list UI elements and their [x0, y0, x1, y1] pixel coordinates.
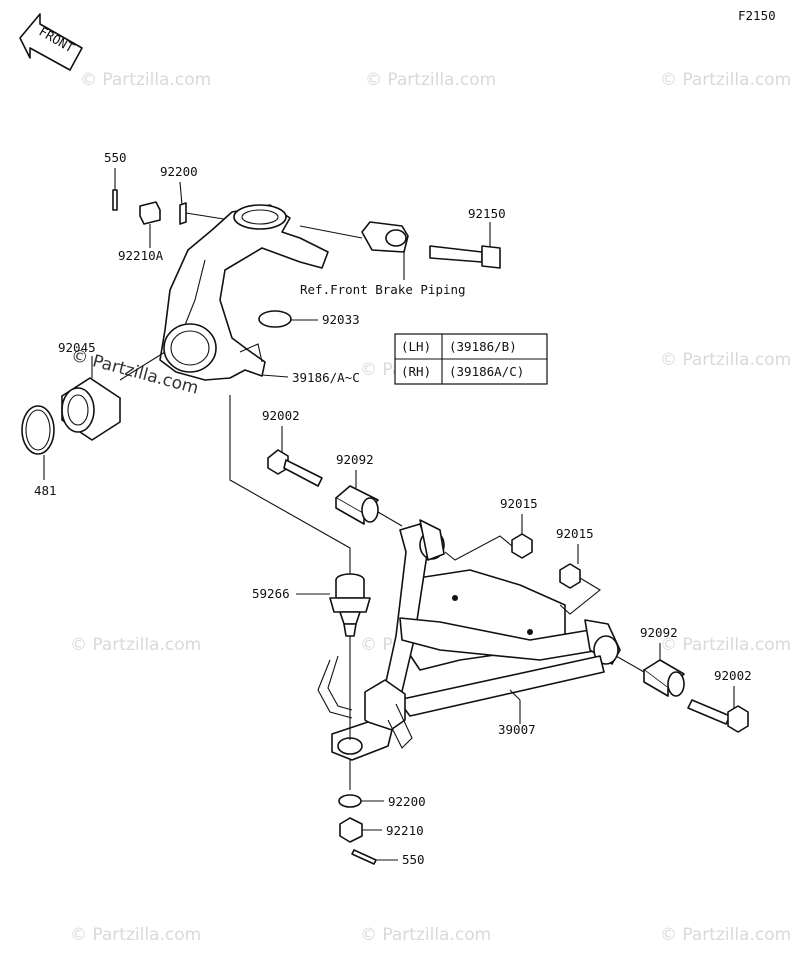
watermark: © Partzilla.com: [70, 635, 201, 655]
bolt-icon: [267, 449, 323, 487]
ball-joint: [329, 573, 371, 637]
leader-line: [229, 395, 351, 575]
watermark: © Partzilla.com: [660, 350, 791, 370]
callout-92033: 92033: [322, 312, 360, 327]
watermark: © Partzilla.com: [365, 70, 496, 90]
brake-clamp: [361, 221, 409, 253]
a-arm: [317, 519, 621, 761]
front-arrow-icon: FRONT: [19, 13, 83, 71]
bushing-icon: [335, 485, 379, 525]
callout-92200-bottom: 92200: [388, 794, 426, 809]
circlip-icon: [21, 405, 55, 455]
watermark: © Partzilla.com: [660, 635, 791, 655]
callout-92150: 92150: [468, 206, 506, 221]
callout-59266: 59266: [252, 586, 290, 601]
watermark: © Partzilla.com: [660, 925, 791, 945]
callout-92002-left: 92002: [262, 408, 300, 423]
washer-icon: [338, 794, 362, 808]
washer-icon: [179, 202, 187, 225]
nut-icon: [511, 533, 533, 559]
callout-92210-bottom: 92210: [386, 823, 424, 838]
cotter-pin-icon: [351, 849, 377, 865]
variant-side: (RH): [401, 364, 431, 379]
callout-92015-a: 92015: [500, 496, 538, 511]
callout-39007: 39007: [498, 722, 536, 737]
callout-92092-right: 92092: [640, 625, 678, 640]
callout-92045: 92045: [58, 340, 96, 355]
callout-39186: 39186/A~C: [292, 370, 360, 385]
callout-92015-b: 92015: [556, 526, 594, 541]
variant-side: (LH): [401, 339, 431, 354]
snap-ring-icon: [258, 310, 292, 328]
callout-92200-top: 92200: [160, 164, 198, 179]
callout-92092-left: 92092: [336, 452, 374, 467]
variant-table: (LH) (39186/B) (RH) (39186A/C): [394, 333, 548, 385]
watermarks: © Partzilla.com © Partzilla.com © Partzi…: [69, 70, 791, 945]
callout-92002-right: 92002: [714, 668, 752, 683]
castle-nut-icon: [339, 817, 363, 843]
castle-nut-icon: [139, 201, 161, 225]
callout-481: 481: [34, 483, 57, 498]
bolt-icon: [687, 699, 749, 733]
watermark: © Partzilla.com: [660, 70, 791, 90]
bearing-icon: [61, 377, 121, 441]
steering-knuckle: [159, 204, 329, 381]
cotter-pin-icon: [112, 168, 118, 211]
ref-front-brake-piping: Ref.Front Brake Piping: [300, 282, 466, 297]
nut-icon: [559, 563, 581, 589]
variant-part: (39186A/C): [449, 364, 524, 379]
variant-part: (39186/B): [449, 339, 517, 354]
bolt-icon: [429, 245, 501, 269]
bushing-icon: [643, 659, 685, 697]
watermark: © Partzilla.com: [80, 70, 211, 90]
watermark: © Partzilla.com: [70, 925, 201, 945]
callout-92210a: 92210A: [118, 248, 164, 263]
watermark: © Partzilla.com: [360, 925, 491, 945]
callout-550-top: 550: [104, 150, 127, 165]
callout-550-bottom: 550: [402, 852, 425, 867]
diagram-code: F2150: [738, 8, 776, 23]
